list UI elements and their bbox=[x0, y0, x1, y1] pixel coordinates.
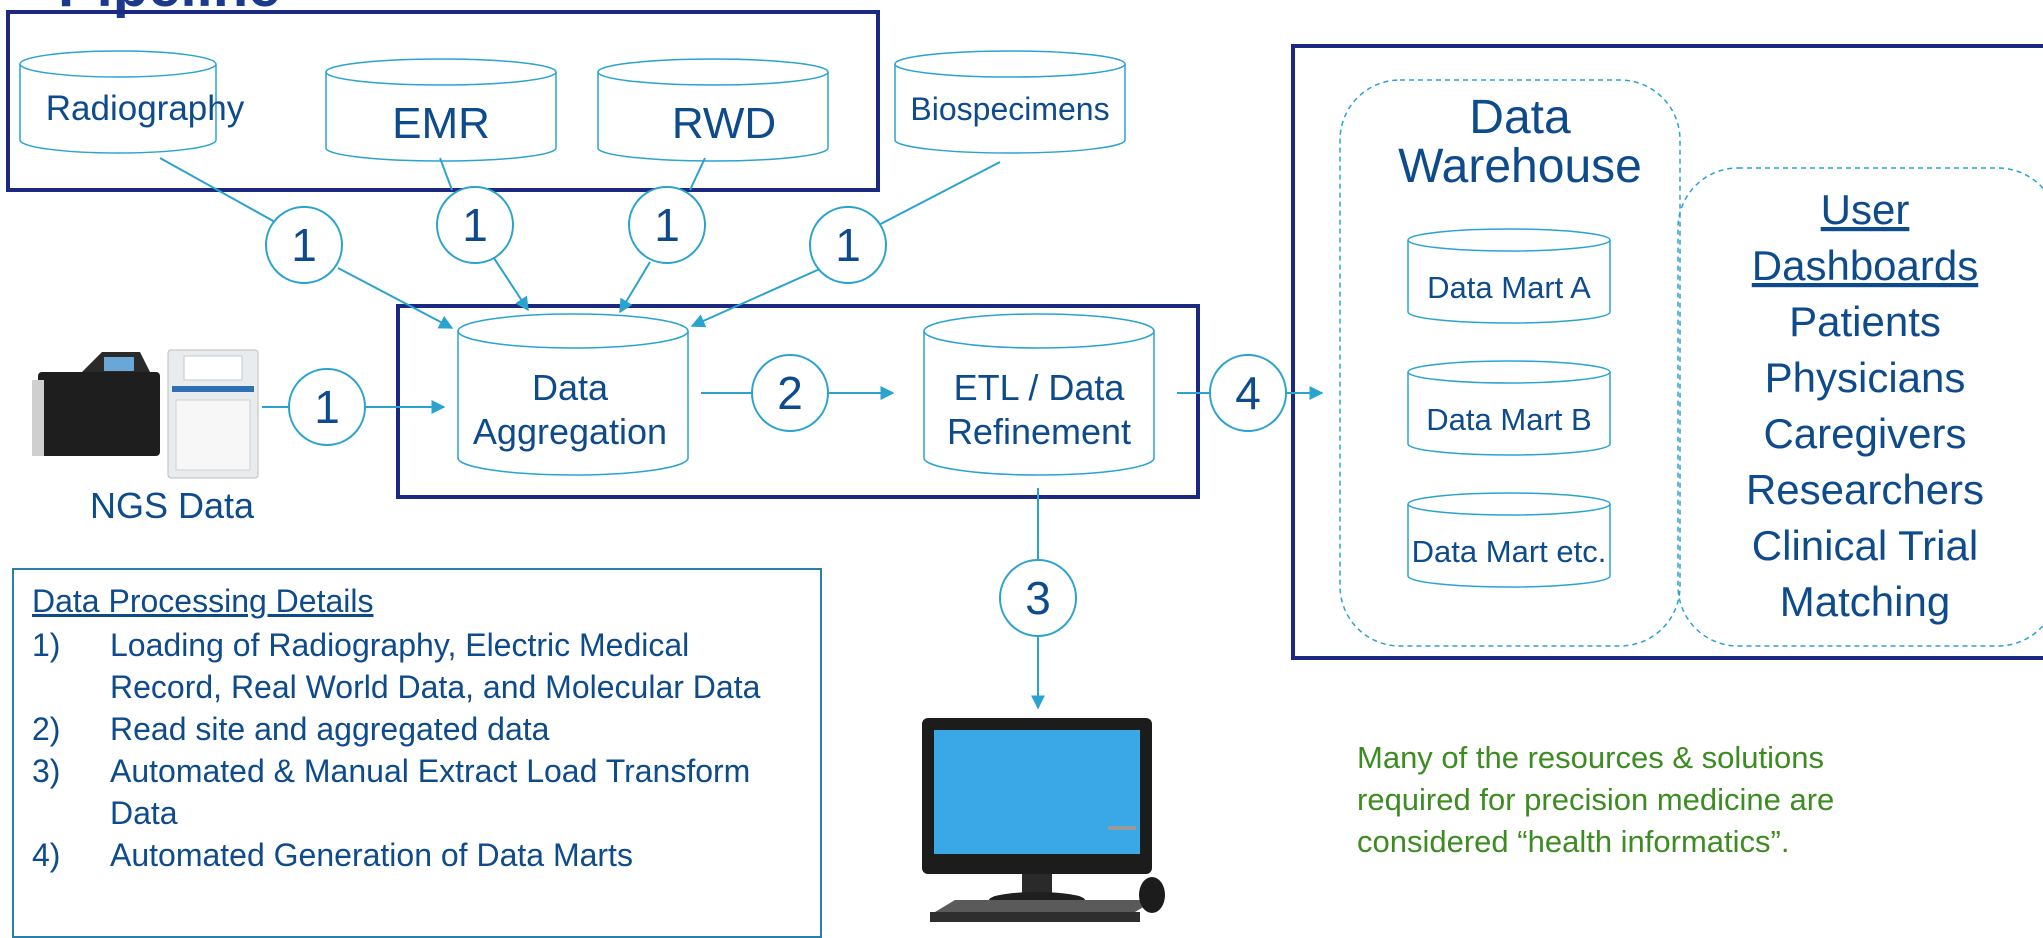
data-mart-a-label: Data Mart A bbox=[1427, 270, 1591, 305]
source-connectors bbox=[159, 157, 1324, 710]
etl-label-line2: Refinement bbox=[947, 411, 1131, 452]
data-mart-etc-label: Data Mart etc. bbox=[1412, 534, 1607, 569]
details-item: 3) Automated & Manual Extract Load Trans… bbox=[32, 750, 802, 834]
aggregation-label-line2: Aggregation bbox=[473, 411, 667, 452]
details-item: 1) Loading of Radiography, Electric Medi… bbox=[32, 624, 802, 708]
desktop-computer-icon bbox=[922, 718, 1165, 922]
data-mart-b-cylinder bbox=[1407, 360, 1611, 456]
rwd-cylinder bbox=[597, 58, 829, 162]
details-item-text: Read site and aggregated data bbox=[110, 711, 550, 747]
warehouse-title-line2: Warehouse bbox=[1398, 140, 1642, 193]
dashboards-heading-line1: User bbox=[1821, 186, 1910, 233]
etl-label-line1: ETL / Data bbox=[954, 367, 1126, 408]
dashboards-item: Matching bbox=[1780, 578, 1950, 625]
step-circle-1-radiography bbox=[265, 206, 343, 284]
sources-group-box bbox=[6, 10, 880, 192]
step-number-1-radiography: 1 bbox=[291, 219, 317, 271]
step-number-1-ngs: 1 bbox=[314, 381, 340, 433]
details-item-number: 3) bbox=[32, 753, 61, 789]
details-item-text: Automated & Manual Extract Load Transfor… bbox=[110, 753, 751, 831]
step-number-2: 2 bbox=[777, 367, 803, 419]
step-circle-2 bbox=[751, 354, 829, 432]
data-mart-b-label: Data Mart B bbox=[1426, 402, 1591, 437]
step-number-1-emr: 1 bbox=[462, 199, 488, 251]
emr-cylinder bbox=[325, 58, 557, 162]
dashboards-item: Clinical Trial bbox=[1752, 522, 1978, 569]
step-number-1-rwd: 1 bbox=[654, 199, 680, 251]
details-item-text: Loading of Radiography, Electric Medical… bbox=[110, 627, 761, 705]
step-circle-4 bbox=[1209, 354, 1287, 432]
data-processing-details-box: Data Processing Details 1) Loading of Ra… bbox=[12, 568, 822, 938]
dashboards-item: Patients bbox=[1789, 298, 1941, 345]
step-number-1-biospecimens: 1 bbox=[835, 219, 861, 271]
details-item-number: 1) bbox=[32, 627, 61, 663]
data-mart-etc-cylinder bbox=[1407, 492, 1611, 588]
health-informatics-note: Many of the resources & solutions requir… bbox=[1357, 740, 1835, 859]
ngs-sequencer-icon bbox=[32, 349, 259, 479]
dashboards-item: Physicians bbox=[1765, 354, 1966, 401]
emr-label: EMR bbox=[392, 99, 490, 148]
output-group-box bbox=[1291, 44, 2043, 660]
step-circle-1-rwd bbox=[628, 186, 706, 264]
warehouse-title-line1: Data bbox=[1469, 91, 1571, 144]
details-heading: Data Processing Details bbox=[32, 583, 374, 619]
radiography-label: Radiography bbox=[46, 89, 245, 128]
step-number-3: 3 bbox=[1025, 572, 1051, 624]
aggregation-cylinder bbox=[457, 313, 689, 476]
ngs-data-label: NGS Data bbox=[90, 485, 255, 526]
dashboards-heading-line2: Dashboards bbox=[1752, 242, 1978, 289]
data-warehouse-region bbox=[1339, 79, 1681, 647]
details-item-number: 4) bbox=[32, 837, 61, 873]
biospecimens-cylinder bbox=[894, 50, 1126, 154]
etl-cylinder bbox=[923, 313, 1155, 476]
step-circle-3 bbox=[999, 559, 1077, 637]
dashboards-item: Caregivers bbox=[1763, 410, 1966, 457]
details-item: 2) Read site and aggregated data bbox=[32, 708, 802, 750]
dashboards-item: Researchers bbox=[1746, 466, 1984, 513]
step-circle-1-biospecimens bbox=[809, 206, 887, 284]
data-mart-a-cylinder bbox=[1407, 228, 1611, 324]
details-item-number: 2) bbox=[32, 711, 61, 747]
step-circle-1-emr bbox=[436, 186, 514, 264]
radiography-cylinder bbox=[19, 50, 217, 154]
step-number-4: 4 bbox=[1235, 367, 1261, 419]
details-item: 4) Automated Generation of Data Marts bbox=[32, 834, 802, 876]
step-circle-1-ngs bbox=[288, 368, 366, 446]
user-dashboards-region bbox=[1677, 167, 2043, 647]
rwd-label: RWD bbox=[672, 99, 776, 148]
biospecimens-label: Biospecimens bbox=[910, 91, 1109, 127]
aggregation-label-line1: Data bbox=[532, 367, 609, 408]
details-item-text: Automated Generation of Data Marts bbox=[110, 837, 633, 873]
processing-group-box bbox=[396, 304, 1200, 499]
